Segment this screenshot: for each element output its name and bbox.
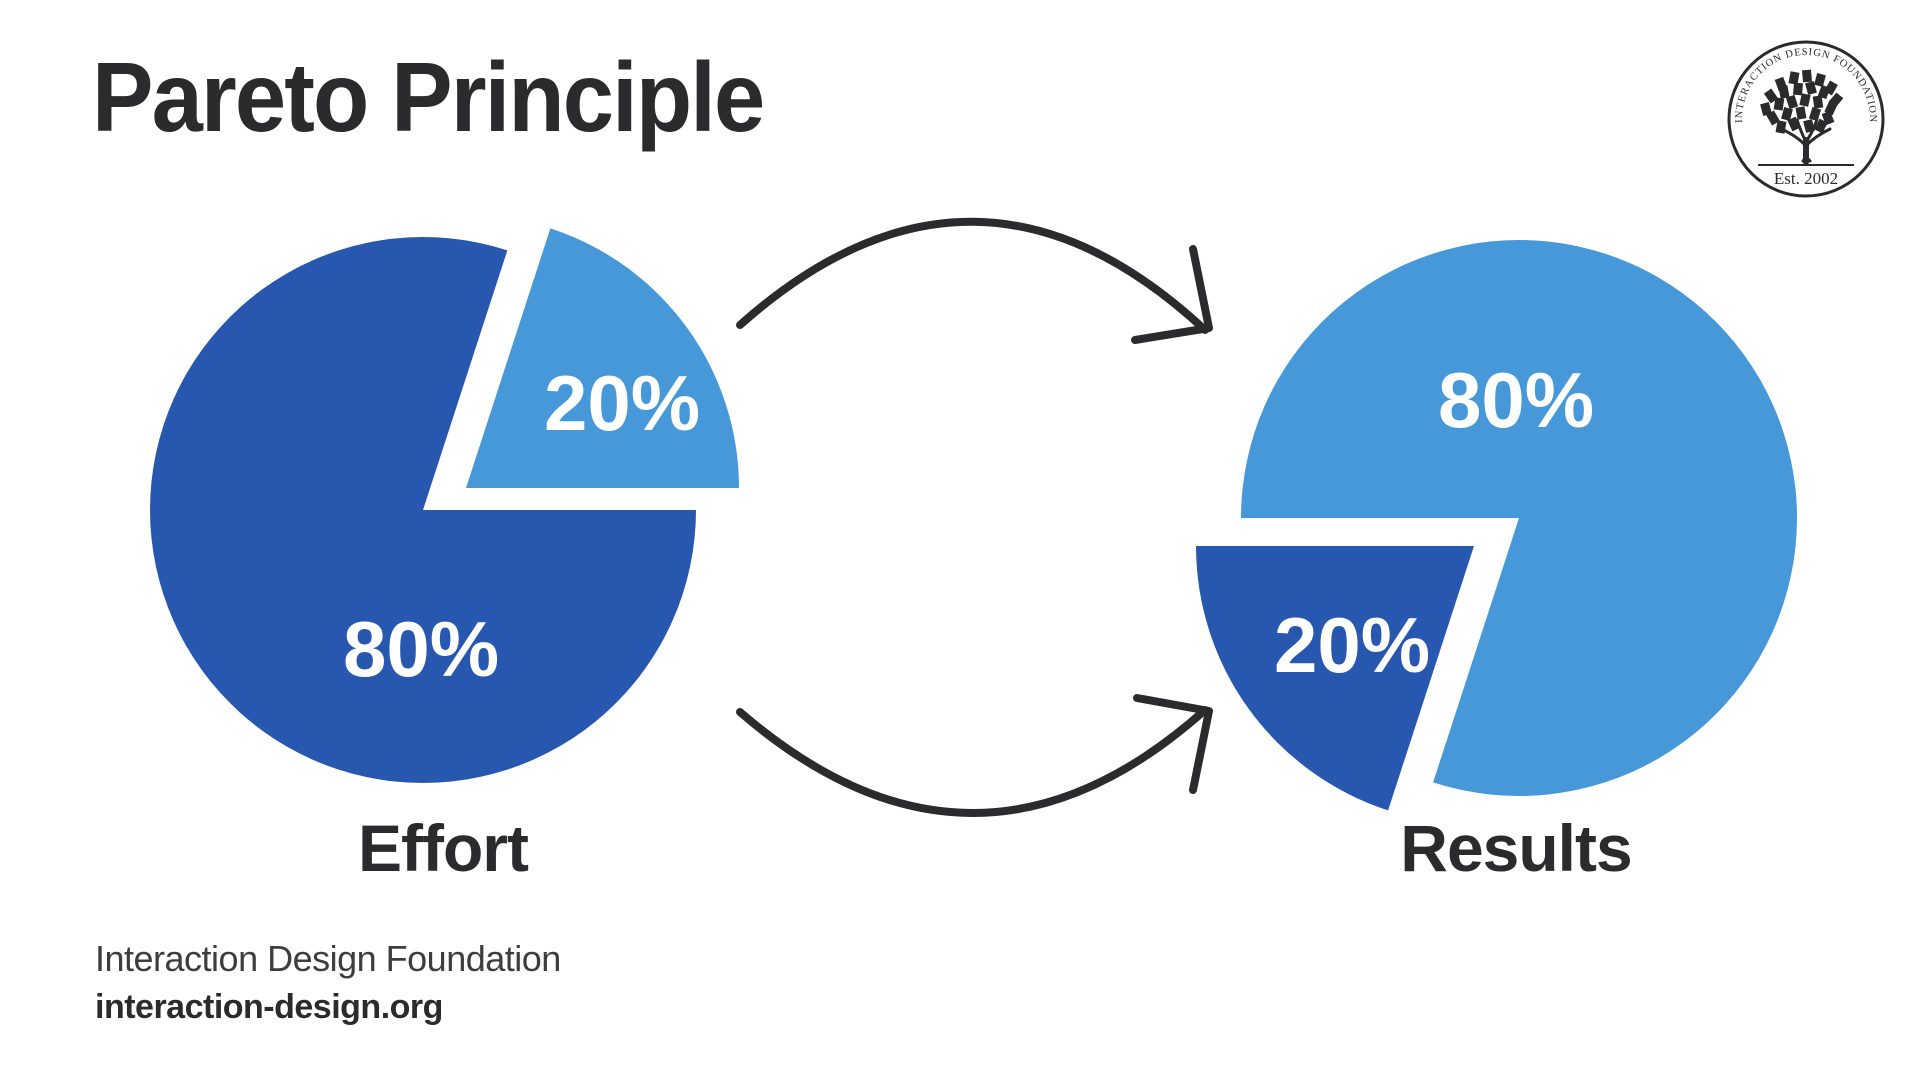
results-pie-20-slice	[1196, 546, 1474, 811]
logo-tree-leaf	[1792, 82, 1804, 96]
logo-tree-leaf	[1795, 106, 1807, 120]
logo-tree-leaf	[1778, 85, 1790, 99]
effort-pie-20-label: 20%	[544, 359, 700, 447]
logo-ring	[1727, 40, 1885, 198]
effort-label: Effort	[358, 811, 529, 885]
footer: Interaction Design Foundation interactio…	[95, 938, 561, 1027]
logo-tree-leaf	[1773, 97, 1785, 111]
effort-pie-80-slice	[149, 237, 696, 783]
logo-tree-leaf	[1763, 88, 1779, 104]
logo-tree-leaf	[1805, 81, 1817, 95]
results-pie-20-label: 20%	[1274, 601, 1430, 689]
top-arrow-icon	[736, 217, 1213, 344]
logo-tree-leaf	[1812, 95, 1824, 109]
logo-tree-leaf	[1814, 118, 1828, 134]
logo-tree-leaf	[1799, 93, 1811, 107]
logo-established: Est. 2002	[1774, 169, 1838, 188]
results-pie: 80% 20%	[1196, 240, 1797, 811]
foundation-logo: INTERACTION DESIGN FOUNDATION Est. 2002	[1727, 40, 1885, 198]
footer-org-name: Interaction Design Foundation	[95, 938, 561, 979]
footer-website: interaction-design.org	[95, 988, 443, 1026]
logo-tree-leaf	[1785, 94, 1799, 110]
logo-tree-icon	[1760, 69, 1844, 165]
effort-pie-20-slice	[466, 228, 739, 488]
effort-pie: 80% 20%	[149, 228, 739, 783]
results-pie-80-slice	[1241, 240, 1797, 797]
logo-tree-leaf	[1788, 71, 1800, 85]
logo-tree-leaf	[1808, 106, 1822, 122]
logo-tree-leaf	[1787, 116, 1801, 132]
bottom-arrow-icon	[736, 694, 1213, 817]
logo-tree-leaf	[1801, 69, 1813, 83]
effort-pie-80-label: 80%	[343, 605, 499, 693]
results-label: Results	[1400, 811, 1632, 885]
logo-tree-leaf	[1760, 102, 1772, 116]
logo-tree-leaf	[1775, 120, 1787, 134]
logo-tree-leaf	[1814, 73, 1826, 87]
results-pie-80-label: 80%	[1438, 356, 1594, 444]
page-title: Pareto Principle	[92, 42, 765, 152]
logo-tree-leaf	[1781, 107, 1793, 121]
logo-tree-leaf	[1766, 110, 1780, 126]
logo-tree-leaf	[1803, 119, 1815, 133]
